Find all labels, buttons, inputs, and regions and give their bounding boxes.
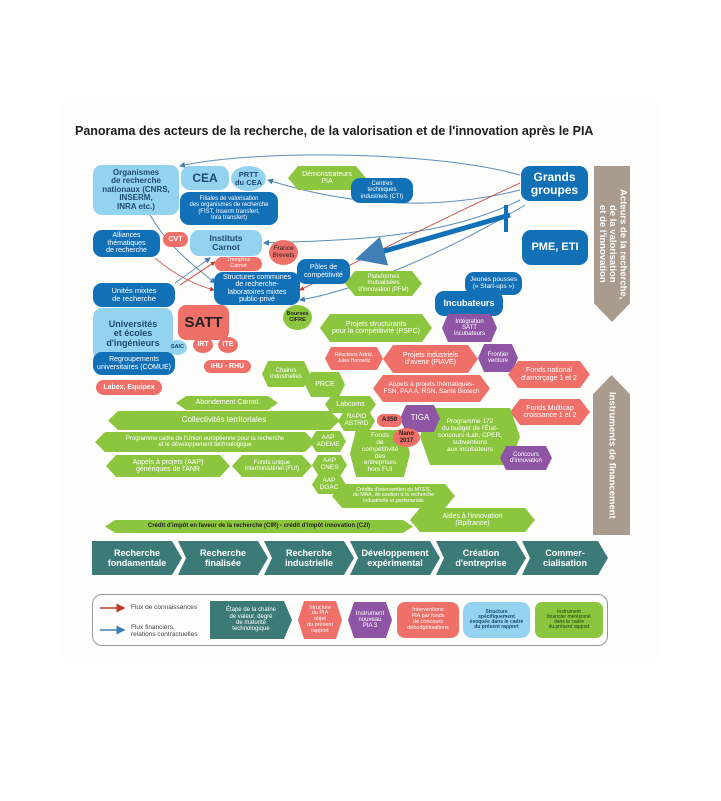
- node-pspc: Projets structurants pour la compétitivi…: [320, 314, 432, 342]
- instruments-side-label: Instruments de financement: [606, 391, 618, 519]
- node-labex: Labex, Equipex: [96, 380, 162, 395]
- legend-structure-pia: Structure du PIA objet du présent rappor…: [298, 601, 342, 639]
- node-cir: Crédit d'impôt en faveur de la recherche…: [105, 520, 413, 533]
- node-frontier-venture: Frontier venture: [478, 344, 518, 372]
- chain-step-creation-entreprise: Création d'entreprise: [436, 541, 526, 575]
- node-aap-cnes: AAP CNES: [312, 455, 347, 475]
- node-bpifrance: Aides à l'innovation (Bpifrance): [410, 508, 535, 532]
- node-organismes: Organismes de recherche nationaux (CNRS,…: [93, 165, 179, 215]
- node-pcrd: Programme cadre de l'Union européenne po…: [95, 432, 315, 452]
- legend-flux-financiers: Flux financiers, relations contractuelle…: [131, 624, 198, 639]
- chain-step-recherche-fondamentale: Recherche fondamentale: [92, 541, 182, 575]
- arrow-flux: [149, 214, 216, 284]
- node-rapid-astrid: RAPID ASTRID: [338, 411, 375, 431]
- node-fui: Fonds unique interministériel (FUI): [232, 455, 312, 477]
- node-structures-communes: Structures communes de recherche- labora…: [214, 272, 300, 305]
- node-multicap: Fonds Multicap croissance 1 et 2: [510, 399, 590, 425]
- arrow-flux: [179, 154, 521, 176]
- node-fna: Fonds national d'amorçage 1 et 2: [508, 361, 590, 388]
- node-aap-ademe: AAP ADEME: [310, 431, 346, 452]
- node-satt: SATT: [178, 305, 229, 340]
- node-aap-anr: Appels à projets (AAP) génériques de l'A…: [106, 455, 230, 477]
- node-incubateurs: Incubateurs: [435, 291, 503, 316]
- legend-instrument-financier: Instrument financier mentionné dans le c…: [535, 602, 603, 638]
- node-grands-groupes: Grands groupes: [521, 166, 588, 201]
- node-a350: A350: [377, 414, 402, 427]
- node-france-brevets: France Brevets: [269, 240, 298, 265]
- instruments-side-arrow: Instruments de financement: [593, 375, 630, 535]
- legend-interventions: Interventions PIA par fonds de concours …: [397, 602, 459, 638]
- legend-instrument-pia3: Instrument nouveau PIA 3: [348, 602, 392, 638]
- chain-step-developpement-experimental: Développement expérimental: [350, 541, 440, 575]
- node-prce: PRCE: [305, 372, 345, 397]
- node-comue: Regroupements universitaires (COMUE): [93, 352, 175, 375]
- node-labcoms: Labcoms: [325, 396, 376, 413]
- node-cti: Centres techniques industriels (CTI): [351, 178, 413, 203]
- legend-flux-connaissances: Flux de connaissances: [131, 604, 198, 611]
- node-reacteurs: Réacteurs Astrid, Jules Horowitz: [325, 347, 383, 370]
- node-aap-dgac: AAP DGAC: [312, 475, 346, 494]
- node-piave: Projets industriels d'avenir (PIAVE): [383, 345, 478, 373]
- actors-side-arrow: Acteurs de la recherche, de la valorisat…: [594, 166, 630, 322]
- node-alliances: Alliances thématiques de recherche: [93, 230, 160, 257]
- arrow-thick: [355, 212, 511, 266]
- arrow-flux: [174, 257, 211, 284]
- node-filiales: Filiales de valorisation des organismes …: [180, 192, 278, 225]
- node-cvt: CVT: [163, 232, 188, 247]
- diagram-title: Panorama des acteurs de la recherche, de…: [75, 124, 594, 138]
- legend-etape: Étape de la chaîne de valeur, degré de m…: [210, 601, 292, 639]
- node-tremplins-carnot: Tremplins Carnot: [215, 257, 262, 271]
- actors-side-label: Acteurs de la recherche, de la valorisat…: [596, 188, 629, 300]
- chain-step-recherche-industrielle: Recherche industrielle: [264, 541, 354, 575]
- node-cea: CEA: [181, 166, 229, 190]
- node-instituts-carnot: Instituts Carnot: [190, 230, 262, 256]
- legend-structure-specifique: Structure spécifiquement évoquée dans le…: [463, 602, 530, 638]
- node-collectivites: Collectivités territoriales: [108, 411, 340, 430]
- node-fonds-competitivite: Fonds de compétitivité des entreprises h…: [350, 430, 410, 477]
- node-pfm: Plateformes mutualisées d'innovation (PF…: [345, 271, 422, 296]
- node-tiga: TIGA: [400, 405, 440, 432]
- node-pme-eti: PME, ETI: [522, 230, 588, 265]
- node-chaires: Chaires industrielles: [262, 361, 310, 387]
- node-irt: IRT: [193, 337, 213, 353]
- arrow-knowledge: [179, 261, 216, 286]
- arrow-flux: [299, 204, 526, 303]
- node-ihu-rhu: IHU - RHU: [204, 360, 251, 373]
- node-cifre: Bourses CIFRE: [283, 305, 312, 330]
- node-umr: Unités mixtes de recherche: [93, 283, 175, 307]
- node-nano-2017: Nano 2017: [393, 428, 420, 447]
- legend: [92, 594, 608, 646]
- arrow-knowledge: [154, 257, 215, 292]
- arrow-flux: [263, 199, 521, 246]
- node-credits-mtes: Crédits d'intervention du MTES, du MAA, …: [332, 484, 455, 508]
- node-ite: ITE: [218, 337, 238, 353]
- node-poles: Pôles de compétitivité: [297, 259, 350, 284]
- chain-step-commercialisation: Commer- cialisation: [522, 541, 608, 575]
- node-concours-innovation: Concours d'innovation: [500, 446, 552, 470]
- node-aap-thematiques: Appels à projets thématiques- FSN, PAA A…: [373, 375, 490, 402]
- node-universites: Universités et écoles d'ingénieurs: [93, 308, 173, 360]
- chain-step-recherche-finalisee: Recherche finalisée: [178, 541, 268, 575]
- node-jeunes-pousses: Jeunes pousses (« Start-ups »): [465, 272, 522, 295]
- node-integration-satt: Intégration SATT incubateurs: [442, 314, 497, 342]
- node-prtt: PRTT du CEA: [231, 166, 266, 191]
- node-saic: SAIC: [168, 340, 187, 355]
- node-abondement-carnot: Abondement Carnot: [176, 396, 278, 410]
